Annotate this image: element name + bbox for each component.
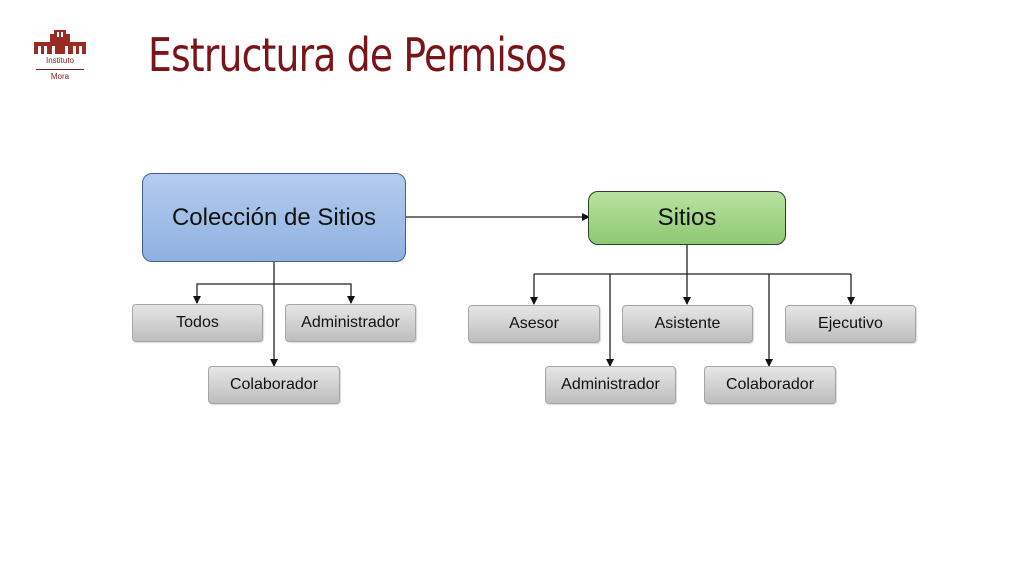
instituto-mora-logo: Instituto Mora <box>30 28 90 86</box>
logo-text-mora: Mora <box>50 72 70 81</box>
administrador-box-left: Administrador <box>285 304 416 342</box>
building-icon <box>34 30 86 54</box>
asistente-box: Asistente <box>622 305 753 343</box>
administrador-box-right: Administrador <box>545 366 676 404</box>
ejecutivo-box: Ejecutivo <box>785 305 916 343</box>
branch-todos-administrador <box>196 283 352 303</box>
logo-text-instituto: Instituto <box>45 56 74 65</box>
colaborador-box-right: Colaborador <box>704 366 836 404</box>
todos-box: Todos <box>132 304 263 342</box>
sitios-box: Sitios <box>588 191 786 245</box>
colaborador-box-left: Colaborador <box>208 366 340 404</box>
coleccion-de-sitios-box: Colección de Sitios <box>142 173 406 262</box>
logo-divider <box>36 69 84 70</box>
page-title: Estructura de Permisos <box>148 28 567 82</box>
asesor-box: Asesor <box>468 305 600 343</box>
